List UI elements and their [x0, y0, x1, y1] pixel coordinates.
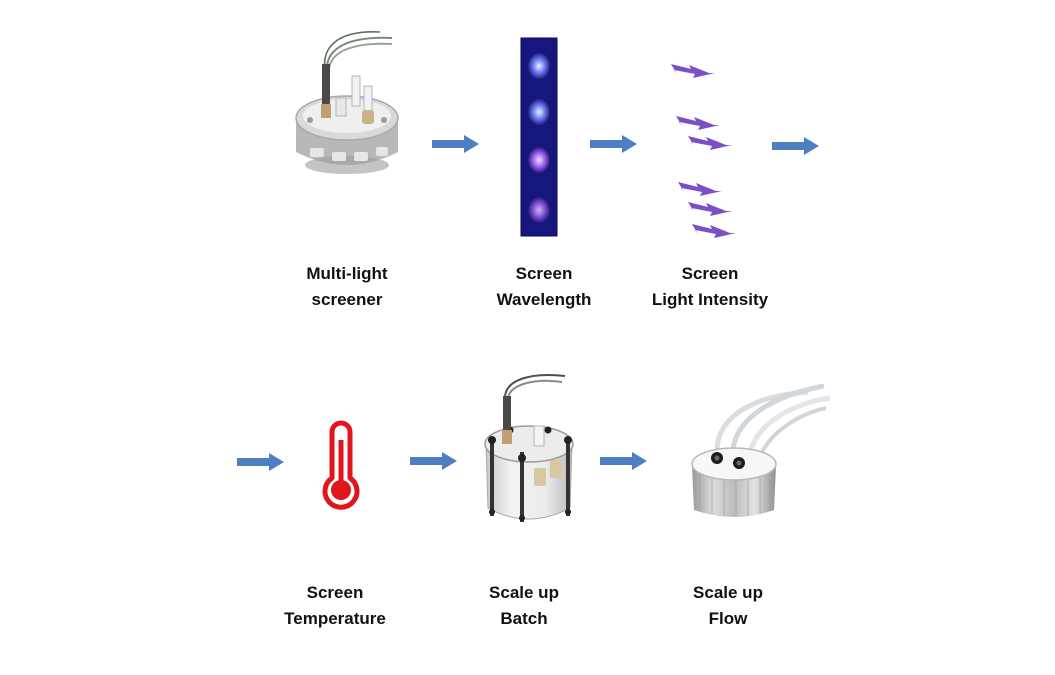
lightning-bolt-2: [676, 116, 720, 130]
led-strip-icon: [520, 37, 558, 237]
lightning-bolt-6: [692, 224, 736, 238]
label-line-2: Wavelength: [496, 290, 592, 309]
lightning-bolt-5: [688, 202, 732, 216]
lightning-bolt-4: [678, 182, 722, 196]
arrow-3: [772, 137, 819, 155]
label-multi-light-screener: Multi-light screener: [247, 261, 447, 313]
label-screen-light-intensity: Screen Light Intensity: [610, 261, 810, 313]
arrow-4: [237, 453, 284, 471]
label-line-2: Flow: [708, 609, 748, 628]
arrow-1: [432, 135, 479, 153]
thermometer-icon: [322, 420, 360, 510]
multi-light-screener-icon: [295, 31, 399, 174]
flow-arrows: [237, 135, 819, 471]
lightning-bolt-3: [688, 136, 732, 150]
lightning-bolt-1: [671, 64, 715, 78]
label-line-1: Screen: [681, 264, 739, 283]
label-line-1: Scale up: [693, 583, 763, 602]
flow-reactor-icon: [691, 383, 831, 517]
label-screen-temperature: Screen Temperature: [235, 580, 435, 632]
label-line-1: Multi-light: [306, 264, 388, 283]
lightning-bolts-icon: [671, 64, 736, 238]
label-line-2: Batch: [500, 609, 548, 628]
label-line-1: Scale up: [489, 583, 559, 602]
batch-reactor-icon: [484, 374, 574, 522]
arrow-2: [590, 135, 637, 153]
label-screen-wavelength: Screen Wavelength: [444, 261, 644, 313]
label-line-1: Screen: [515, 264, 573, 283]
label-line-2: Temperature: [284, 609, 386, 628]
arrow-6: [600, 452, 647, 470]
label-scale-up-batch: Scale up Batch: [424, 580, 624, 632]
label-line-2: screener: [311, 290, 383, 309]
label-line-2: Light Intensity: [651, 290, 769, 309]
label-scale-up-flow: Scale up Flow: [628, 580, 828, 632]
label-line-1: Screen: [306, 583, 364, 602]
arrow-5: [410, 452, 457, 470]
